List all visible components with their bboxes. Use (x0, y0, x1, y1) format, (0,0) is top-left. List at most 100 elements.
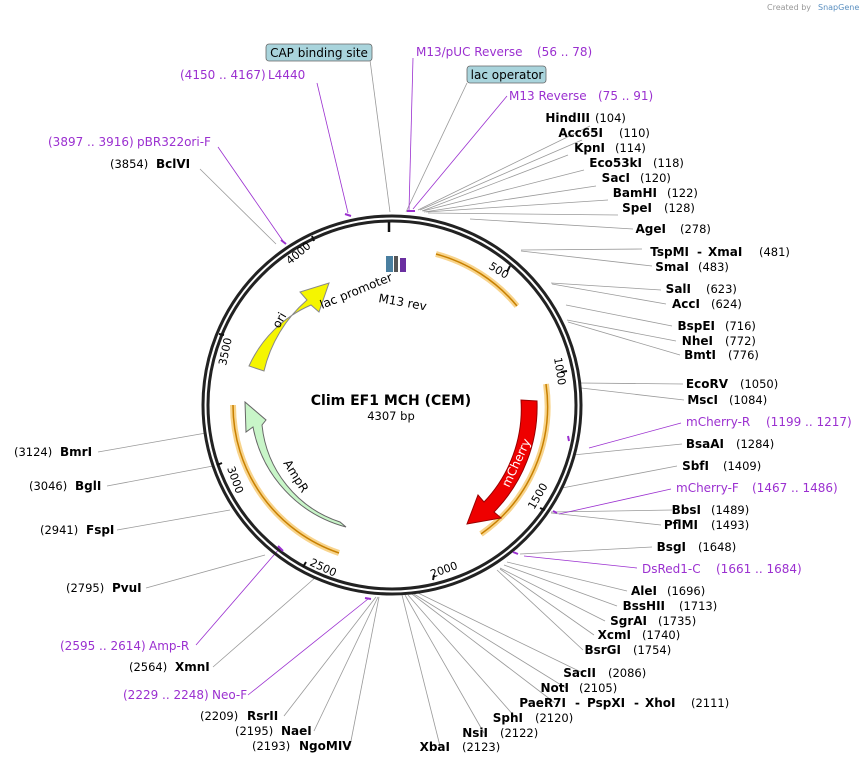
site-sali-pos: (623) (706, 282, 737, 296)
site-paer7i-dash1: - (575, 696, 580, 710)
site-noti-pos: (2105) (579, 681, 617, 695)
site-hindiii: HindIII (545, 111, 590, 125)
site-alei-pos: (1696) (667, 584, 705, 598)
site-pvui-pos: (2795) (66, 581, 104, 595)
site-xbai-pos: (2123) (462, 740, 500, 754)
site-bsgi: BsgI (657, 540, 686, 554)
site-bsrgi-pos: (1754) (633, 643, 671, 657)
site-nsii-pos: (2122) (500, 726, 538, 740)
orange-bands (229, 251, 551, 556)
site-tspmi-pos: (481) (759, 245, 790, 259)
site-naei: NaeI (281, 724, 312, 738)
leader-lines (97, 59, 685, 747)
site-bamhi: BamHI (613, 186, 657, 200)
site-eco53ki: Eco53kI (589, 156, 642, 170)
site-alei: AleI (631, 584, 657, 598)
site-sbfi: SbfI (682, 459, 709, 473)
site-acci: AccI (672, 297, 700, 311)
site-bamhi-pos: (122) (667, 186, 698, 200)
primer-m13puc-name: M13/pUC Reverse (416, 45, 523, 59)
site-paer7i-dash2: - (634, 696, 639, 710)
site-bspei: BspEI (677, 319, 715, 333)
credit: Created by SnapGene (767, 3, 859, 12)
site-xmai: XmaI (708, 245, 742, 259)
primer-marks (277, 210, 570, 600)
site-fspi-pos: (2941) (40, 523, 78, 537)
tick-4000: 4000 (284, 239, 314, 267)
credit-text: Created by (767, 3, 811, 12)
site-paer7i: PaeR7I (519, 696, 566, 710)
site-bgli-pos: (3046) (29, 479, 67, 493)
site-msci-pos: (1084) (729, 393, 767, 407)
left-sites: (3854) BclVI (3124) BmrI (3046) BglI (29… (14, 157, 352, 753)
site-bgli: BglI (75, 479, 101, 493)
primer-ampr-name: Amp-R (149, 639, 189, 653)
site-bmri-pos: (3124) (14, 445, 52, 459)
site-sphi-pos: (2120) (535, 711, 573, 725)
site-pvui: PvuI (112, 581, 142, 595)
site-sacii: SacII (563, 666, 596, 680)
primer-pbr322-range: (3897 .. 3916) (48, 135, 134, 149)
site-eco53ki-pos: (118) (653, 156, 684, 170)
plasmid-name: Clim EF1 MCH (CEM) (311, 393, 471, 409)
site-saci: SacI (602, 171, 630, 185)
primer-m13rev-range: (75 .. 91) (598, 89, 653, 103)
plasmid-backbone (201, 214, 583, 596)
site-bsshii: BssHII (623, 599, 665, 613)
feature-arrows (244, 222, 538, 528)
site-kpni-pos: (114) (615, 141, 646, 155)
site-hindiii-pos: (104) (595, 111, 626, 125)
site-ecorv-pos: (1050) (740, 377, 778, 391)
site-sphi: SphI (493, 711, 523, 725)
site-smai: SmaI (655, 260, 689, 274)
boxed-labels: CAP binding site lac operator (265, 43, 547, 84)
site-xcmi: XcmI (598, 628, 631, 642)
ampr-arrow (244, 400, 347, 528)
tick-1000: 1000 (551, 356, 568, 386)
primer-neof-range: (2229 .. 2248) (123, 688, 209, 702)
primer-mcherryr-range: (1199 .. 1217) (766, 415, 852, 429)
site-agei-pos: (278) (680, 222, 711, 236)
primer-ampr-range: (2595 .. 2614) (60, 639, 146, 653)
center-title: Clim EF1 MCH (CEM) 4307 bp (311, 393, 471, 423)
site-pflmi: PflMI (664, 518, 698, 532)
site-bsrgi: BsrGI (584, 643, 621, 657)
site-fspi: FspI (86, 523, 114, 537)
site-ngomiv-pos: (2193) (252, 739, 290, 753)
site-xmni-pos: (2564) (129, 660, 167, 674)
primer-neof-name: Neo-F (212, 688, 247, 702)
primer-dsred-name: DsRed1-C (642, 562, 701, 576)
tick-3000: 3000 (224, 465, 246, 496)
primer-m13puc-range: (56 .. 78) (537, 45, 592, 59)
primer-mcherryf-name: mCherry-F (676, 481, 739, 495)
tick-3500: 3500 (216, 337, 235, 367)
site-naei-pos: (2195) (235, 724, 273, 738)
site-rsrii-pos: (2209) (200, 709, 238, 723)
site-sbfi-pos: (1409) (723, 459, 761, 473)
primer-labels: M13/pUC Reverse (56 .. 78) M13 Reverse (… (48, 45, 852, 702)
cap-binding-site-label: CAP binding site (270, 46, 368, 60)
site-xbai: XbaI (420, 740, 450, 754)
site-bbsi-pos: (1489) (711, 503, 749, 517)
site-bsshii-pos: (1713) (679, 599, 717, 613)
site-bmti: BmtI (684, 348, 716, 362)
site-acc65i-pos: (110) (619, 126, 650, 140)
site-tspmi: TspMI (650, 245, 689, 259)
credit-brand: SnapGene (818, 3, 859, 12)
site-sacii-pos: (2086) (608, 666, 646, 680)
primer-l4440-range: (4150 .. 4167) (180, 68, 266, 82)
site-saci-pos: (120) (640, 171, 671, 185)
site-sgrai: SgrAI (610, 614, 647, 628)
site-nhei: NheI (682, 334, 713, 348)
site-smai-pos: (483) (698, 260, 729, 274)
site-bmti-pos: (776) (728, 348, 759, 362)
site-bbsi: BbsI (672, 503, 701, 517)
ori-arrow (248, 282, 330, 372)
right-sites: HindIII (104) Acc65I (110) KpnI (114) Ec… (420, 111, 790, 754)
site-noti: NotI (541, 681, 570, 695)
site-bsaai: BsaAI (686, 437, 724, 451)
site-nsii: NsiI (462, 726, 488, 740)
site-bclvi: BclVI (156, 157, 190, 171)
site-sgrai-pos: (1735) (658, 614, 696, 628)
